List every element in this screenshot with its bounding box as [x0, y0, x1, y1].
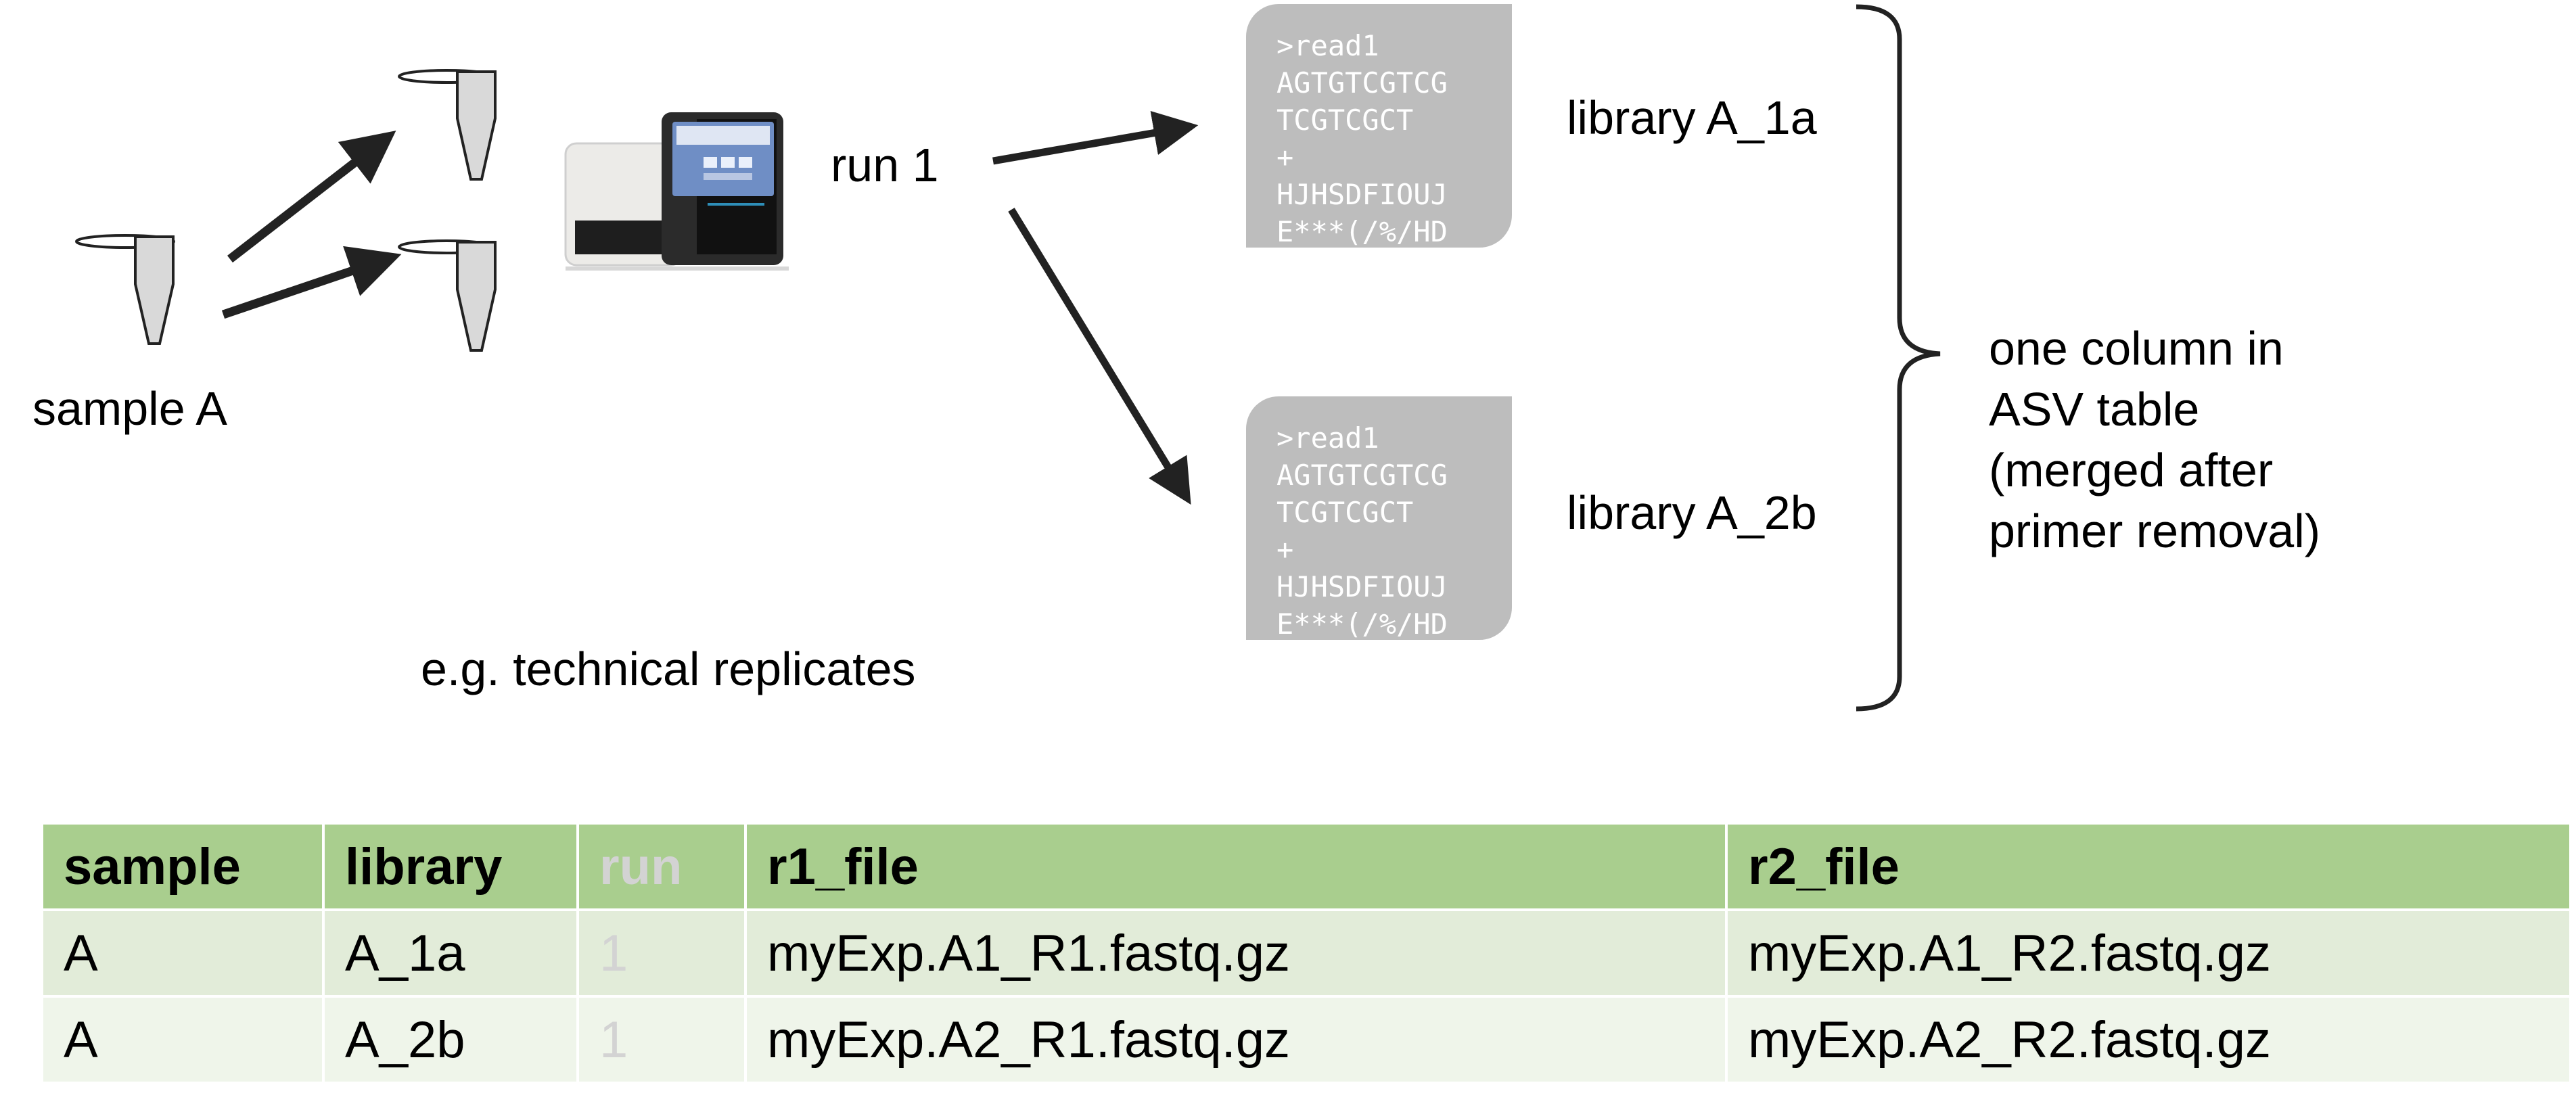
table-row: A A_2b 1 myExp.A2_R1.fastq.gz myExp.A2_R… — [41, 995, 2572, 1084]
cell-r1-file: myExp.A1_R1.fastq.gz — [744, 908, 1728, 998]
fastq-record-a1a: >read1 AGTGTCGTCG TCGTCGCT + HJHSDFIOUJ … — [1246, 4, 1512, 248]
cell-run: 1 — [576, 908, 747, 998]
library-a1a-label: library A_1a — [1567, 91, 1817, 144]
split-arrow-2 — [221, 246, 402, 319]
sample-metadata-table: sample library run r1_file r2_file A A_1… — [41, 822, 2572, 1084]
fastq-line: HJHSDFIOUJ — [1276, 570, 1448, 603]
column-header-run: run — [576, 822, 747, 911]
cell-library: A_1a — [322, 908, 579, 998]
column-header-library: library — [322, 822, 579, 911]
fastq-line: E***(/%/HD — [1276, 215, 1448, 248]
sample-tube-icon — [75, 234, 175, 345]
cell-library: A_2b — [322, 995, 579, 1084]
merge-note-line: (merged after — [1989, 444, 2274, 496]
replicates-note: e.g. technical replicates — [421, 643, 916, 695]
fastq-record-a2b: >read1 AGTGTCGTCG TCGTCGCT + HJHSDFIOUJ … — [1246, 396, 1512, 640]
fastq-line: AGTGTCGTCG — [1276, 459, 1448, 492]
table-header-row: sample library run r1_file r2_file — [41, 822, 2572, 911]
fastq-line: HJHSDFIOUJ — [1276, 178, 1448, 211]
merge-note-line: primer removal) — [1989, 505, 2321, 557]
fastq-line: >read1 — [1276, 421, 1379, 455]
cell-sample: A — [41, 908, 325, 998]
sample-label: sample A — [32, 382, 227, 435]
column-header-r2-file: r2_file — [1725, 822, 2572, 911]
cell-sample: A — [41, 995, 325, 1084]
merge-note-line: ASV table — [1989, 383, 2200, 436]
cell-r2-file: myExp.A2_R2.fastq.gz — [1725, 995, 2572, 1084]
cell-r1-file: myExp.A2_R1.fastq.gz — [744, 995, 1728, 1084]
fastq-line: + — [1276, 533, 1294, 566]
fastq-line: TCGTCGCT — [1276, 103, 1414, 137]
table-row: A A_1a 1 myExp.A1_R1.fastq.gz myExp.A1_R… — [41, 908, 2572, 998]
library-a2b-label: library A_2b — [1567, 486, 1817, 539]
fastq-line: TCGTCGCT — [1276, 496, 1414, 529]
fastq-line: E***(/%/HD — [1276, 607, 1448, 640]
fastq-line: + — [1276, 141, 1294, 174]
run-label: run 1 — [831, 139, 939, 191]
run-to-library-a1a-arrow — [992, 110, 1199, 165]
run-to-library-a2b-arrow — [1008, 208, 1191, 505]
fastq-line: AGTGTCGTCG — [1276, 66, 1448, 99]
merge-note-line: one column in — [1989, 322, 2284, 375]
cell-r2-file: myExp.A1_R2.fastq.gz — [1725, 908, 2572, 998]
merge-note: one column in ASV table (merged after pr… — [1989, 318, 2320, 561]
split-arrow-1 — [227, 131, 396, 263]
fastq-line: >read1 — [1276, 29, 1379, 62]
replicate-tube-1-icon — [398, 69, 497, 181]
replicate-tube-2-icon — [398, 239, 497, 352]
sequencer-icon — [564, 112, 789, 271]
column-header-r1-file: r1_file — [744, 822, 1728, 911]
column-header-sample: sample — [41, 822, 325, 911]
cell-run: 1 — [576, 995, 747, 1084]
merge-brace — [1856, 4, 1941, 712]
